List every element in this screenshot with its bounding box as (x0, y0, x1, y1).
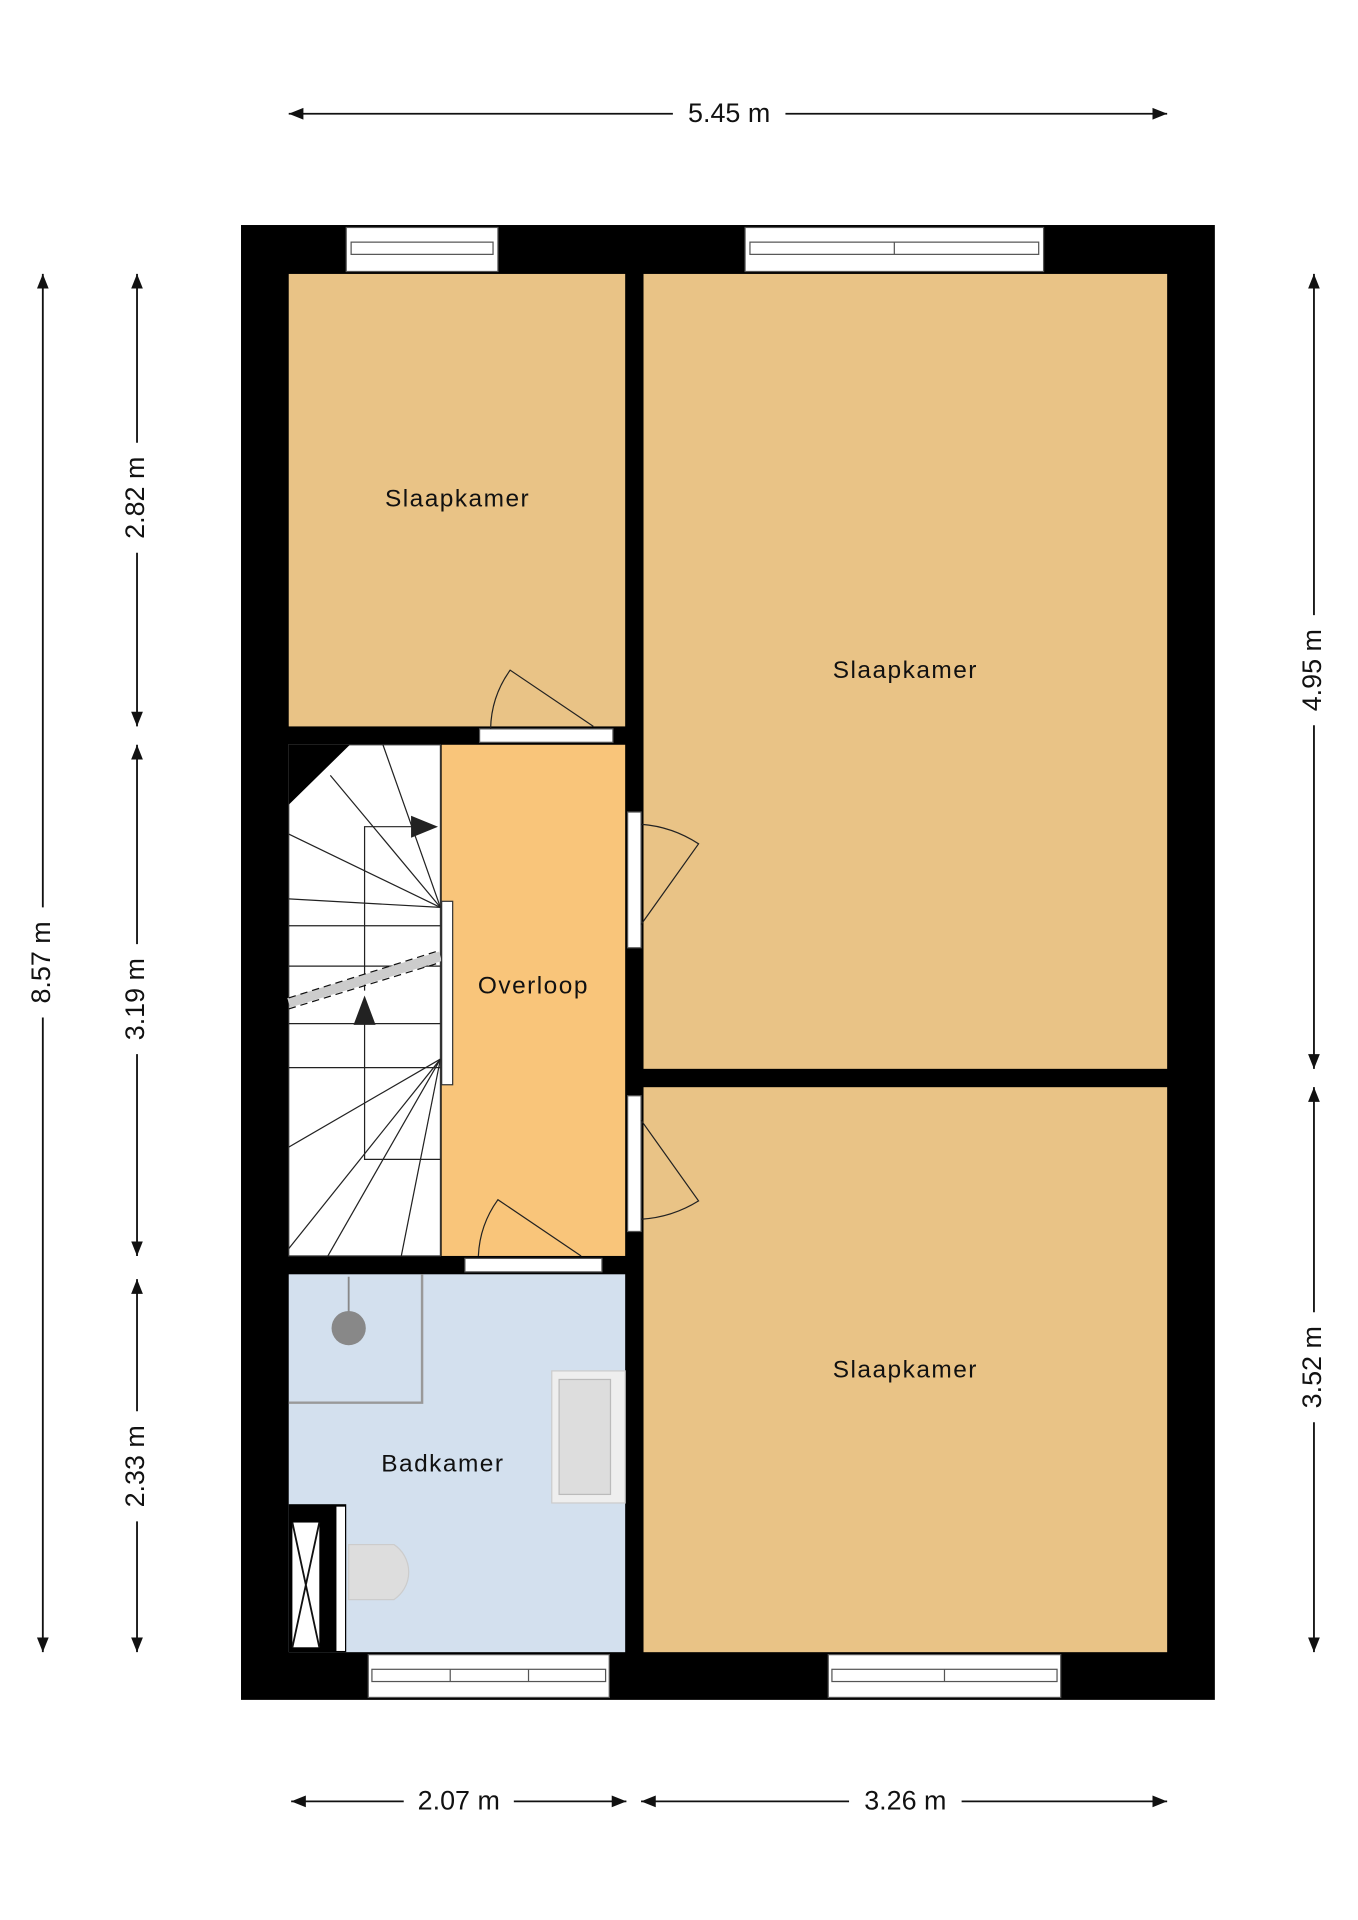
toilet-icon (348, 1543, 410, 1601)
room-label-bedroom: Slaapkamer (385, 486, 530, 513)
dimension-lines (36, 107, 1320, 1808)
room-bedroom-right-top[interactable] (643, 273, 1168, 1069)
dimension-total-depth: 8.57 m (26, 921, 56, 1003)
shower-head-icon (331, 1310, 366, 1346)
room-label-bedroom: Slaapkamer (833, 657, 978, 684)
stair-arrow-up-icon (353, 995, 376, 1025)
windows (345, 226, 1062, 1699)
staircase (287, 744, 454, 1257)
room-bedroom-right-bottom[interactable] (643, 1087, 1168, 1653)
dimension-right-top: 4.95 m (1297, 629, 1327, 711)
bathroom-fixtures (288, 1274, 626, 1653)
room-landing[interactable] (441, 744, 626, 1256)
stair-arrow-right-icon (411, 815, 438, 838)
dimension-left-bottom: 2.33 m (120, 1425, 150, 1507)
room-label-bathroom: Badkamer (381, 1451, 504, 1478)
dimension-bottom-left: 2.07 m (418, 1786, 500, 1816)
room-label-landing: Overloop (478, 972, 589, 999)
dimension-left-middle: 3.19 m (120, 958, 150, 1040)
room-bedroom-top-left[interactable] (288, 273, 626, 727)
dimension-bottom-right: 3.26 m (864, 1786, 946, 1816)
room-label-bedroom: Slaapkamer (833, 1356, 978, 1383)
stair-railing (441, 900, 454, 1086)
dimension-left-top: 2.82 m (120, 457, 150, 539)
dimension-total-width: 5.45 m (688, 98, 770, 128)
dimension-right-bottom: 3.52 m (1297, 1326, 1327, 1408)
doors (464, 669, 700, 1273)
